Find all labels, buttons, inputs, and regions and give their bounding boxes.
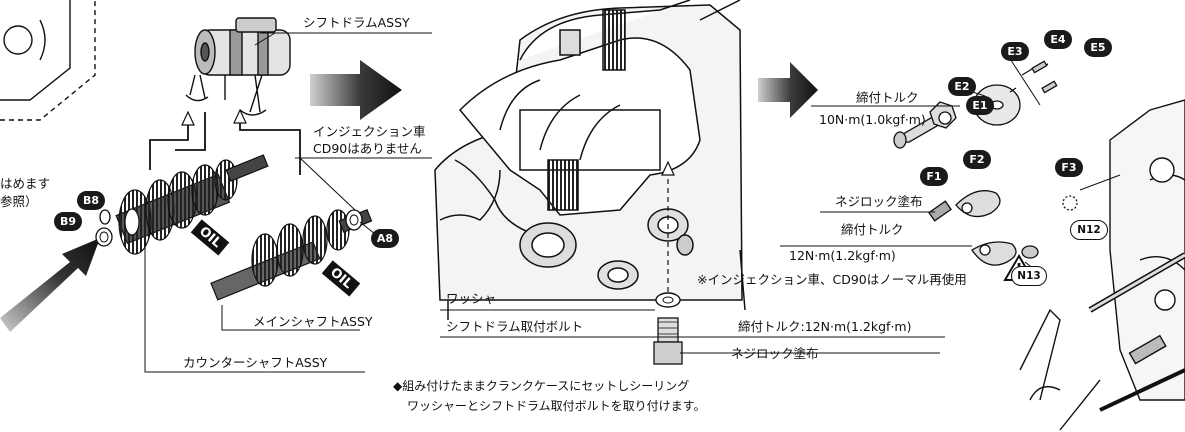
right-crankcase-illustration — [1019, 99, 1185, 431]
mainshaft-assy-illustration — [210, 208, 373, 301]
arrow-right-icon — [758, 62, 818, 118]
part-badge-e2: E2 — [948, 77, 976, 96]
part-badge-e5: E5 — [1084, 38, 1112, 57]
hand-illustration — [434, 0, 746, 320]
torque-title-1: 締付トルク — [856, 90, 919, 105]
injection-note-line2: CD90はありません — [313, 141, 422, 156]
insert-note-line1: はめます — [0, 176, 51, 191]
part-badge-f3: F3 — [1055, 158, 1083, 177]
washer-label: ワッシャ — [446, 291, 497, 306]
part-badge-f1: F1 — [920, 167, 948, 186]
bolt-torque-label: 締付トルク:12N·m(1.2kgf·m) — [738, 319, 912, 334]
shift-drum-assy-label: シフトドラムASSY — [303, 15, 410, 30]
e-parts-illustration — [893, 60, 1058, 149]
insert-note-line2: 参照） — [0, 194, 38, 209]
injection-note-line1: インジェクション車 — [313, 124, 426, 139]
main-shaft-assy-label: メインシャフトASSY — [253, 314, 373, 329]
f-parts-illustration — [928, 190, 1078, 266]
shift-drum-assy-illustration — [185, 17, 291, 116]
part-badge-n12: N12 — [1070, 220, 1108, 240]
torque-value-1: 10N·m(1.0kgf·m) — [819, 112, 926, 127]
part-badge-b8: B8 — [77, 191, 105, 210]
threadlock-label-2: ネジロック塗布 — [835, 194, 923, 209]
countershaft-assy-label: カウンターシャフトASSY — [183, 355, 328, 370]
part-badge-f2: F2 — [963, 150, 991, 169]
part-badge-e1: E1 — [966, 96, 994, 115]
assembly-note-line2: ワッシャーとシフトドラム取付ボルトを取り付けます。 — [407, 399, 706, 413]
part-badge-a8: A8 — [371, 229, 399, 248]
part-badge-e4: E4 — [1044, 30, 1072, 49]
part-badge-e3: E3 — [1001, 42, 1029, 61]
torque-value-2: 12N·m(1.2kgf·m) — [789, 248, 896, 263]
arrow-up-right-icon — [0, 238, 100, 332]
part-badge-n13: N13 — [1011, 266, 1047, 286]
arrow-right-icon — [310, 60, 402, 120]
crankcase-corner-sketch — [0, 0, 96, 121]
part-badge-b9: B9 — [54, 212, 82, 231]
assembly-note-line1: ◆組み付けたままクランクケースにセットしシーリング — [393, 379, 690, 393]
countershaft-assy-illustration — [115, 154, 269, 255]
torque-title-2: 締付トルク — [841, 222, 904, 237]
threadlock-label-1: ネジロック塗布 — [731, 346, 819, 361]
reuse-note: ※インジェクション車、CD90はノーマル再使用 — [697, 272, 967, 287]
drum-bolt-label: シフトドラム取付ボルト — [446, 319, 584, 334]
